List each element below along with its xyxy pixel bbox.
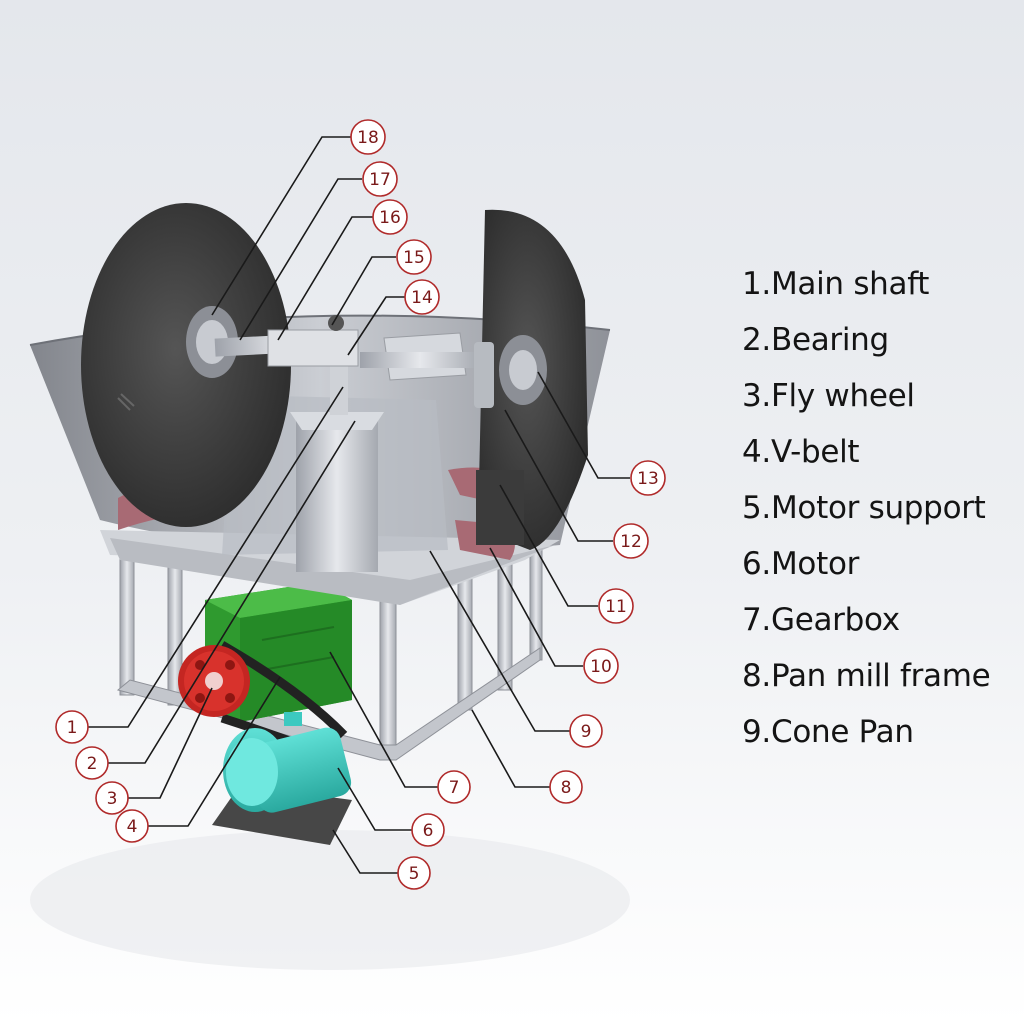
- parts-legend: 1.Main shaft 2.Bearing 3.Fly wheel 4.V-b…: [742, 262, 1012, 766]
- callout-6: 6: [411, 813, 445, 847]
- callout-3: 3: [95, 781, 129, 815]
- callout-16: 16: [372, 199, 408, 235]
- callout-11: 11: [598, 588, 634, 624]
- legend-item-cone-pan: 9.Cone Pan: [742, 714, 914, 750]
- legend-item-motor-support: 5.Motor support: [742, 490, 986, 526]
- callout-18-label: 18: [357, 128, 379, 148]
- callout-9: 9: [569, 714, 603, 748]
- callout-1: 1: [55, 710, 89, 744]
- motor: [212, 712, 352, 845]
- main-shaft: [214, 315, 480, 381]
- legend-item-bearing: 2.Bearing: [742, 322, 889, 358]
- callout-2-label: 2: [87, 754, 98, 774]
- callout-7: 7: [437, 770, 471, 804]
- grinding-wheel-right: [474, 209, 588, 550]
- legend-item-fly-wheel: 3.Fly wheel: [742, 378, 915, 414]
- callout-13-label: 13: [637, 469, 659, 489]
- legend-item-v-belt: 4.V-belt: [742, 434, 860, 470]
- callout-10-label: 10: [590, 657, 612, 677]
- callout-4-label: 4: [127, 817, 138, 837]
- floor-reflection: [30, 830, 630, 970]
- callouts: 1 2 3 4 5 6 7 8 9 10 11 12 13 14 15 16 1…: [55, 119, 666, 890]
- callout-17-label: 17: [369, 170, 391, 190]
- callout-16-label: 16: [379, 208, 401, 228]
- callout-6-label: 6: [423, 821, 434, 841]
- callout-10: 10: [583, 648, 619, 684]
- leader-lines: [88, 136, 630, 874]
- callout-12: 12: [613, 523, 649, 559]
- callout-13: 13: [630, 460, 666, 496]
- callout-8: 8: [549, 770, 583, 804]
- callout-2: 2: [75, 746, 109, 780]
- callout-3-label: 3: [107, 789, 118, 809]
- legend-item-motor: 6.Motor: [742, 546, 860, 582]
- legend-item-gearbox: 7.Gearbox: [742, 602, 900, 638]
- callout-7-label: 7: [449, 778, 460, 798]
- callout-11-label: 11: [605, 597, 627, 617]
- legend-item-pan-mill-frame: 8.Pan mill frame: [742, 658, 991, 694]
- callout-8-label: 8: [561, 778, 572, 798]
- grinding-wheel-left: [81, 203, 291, 527]
- machine: [29, 203, 611, 845]
- callout-5-label: 5: [409, 864, 420, 884]
- callout-15: 15: [396, 239, 432, 275]
- callout-12-label: 12: [620, 532, 642, 552]
- callout-17: 17: [362, 161, 398, 197]
- callout-18: 18: [350, 119, 386, 155]
- callout-14-label: 14: [411, 288, 433, 308]
- legend-item-main-shaft: 1.Main shaft: [742, 266, 930, 302]
- callout-4: 4: [115, 809, 149, 843]
- callout-9-label: 9: [581, 722, 592, 742]
- callout-15-label: 15: [403, 248, 425, 268]
- callout-14: 14: [404, 279, 440, 315]
- callout-1-label: 1: [67, 718, 78, 738]
- callout-5: 5: [397, 856, 431, 890]
